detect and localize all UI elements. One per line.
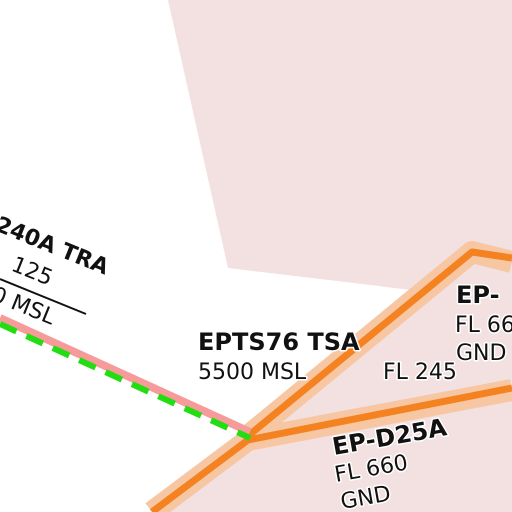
tsa-lower-limit: 5500 MSL bbox=[198, 360, 307, 385]
edge-zone-upper-limit: FL 66 bbox=[455, 313, 512, 338]
restricted-border-upper bbox=[245, 248, 512, 439]
tsa-upper-limit: FL 245 bbox=[383, 360, 457, 385]
airspace-zone-area bbox=[168, 0, 512, 302]
tra-limit-divider bbox=[0, 278, 87, 315]
tsa-title: EPTS76 TSA bbox=[198, 328, 360, 356]
tra-boundary-line bbox=[0, 314, 252, 436]
edge-zone-title: EP- bbox=[456, 281, 500, 309]
edge-zone-lower-limit: GND bbox=[456, 341, 506, 366]
dashed-boundary-line bbox=[0, 321, 252, 441]
